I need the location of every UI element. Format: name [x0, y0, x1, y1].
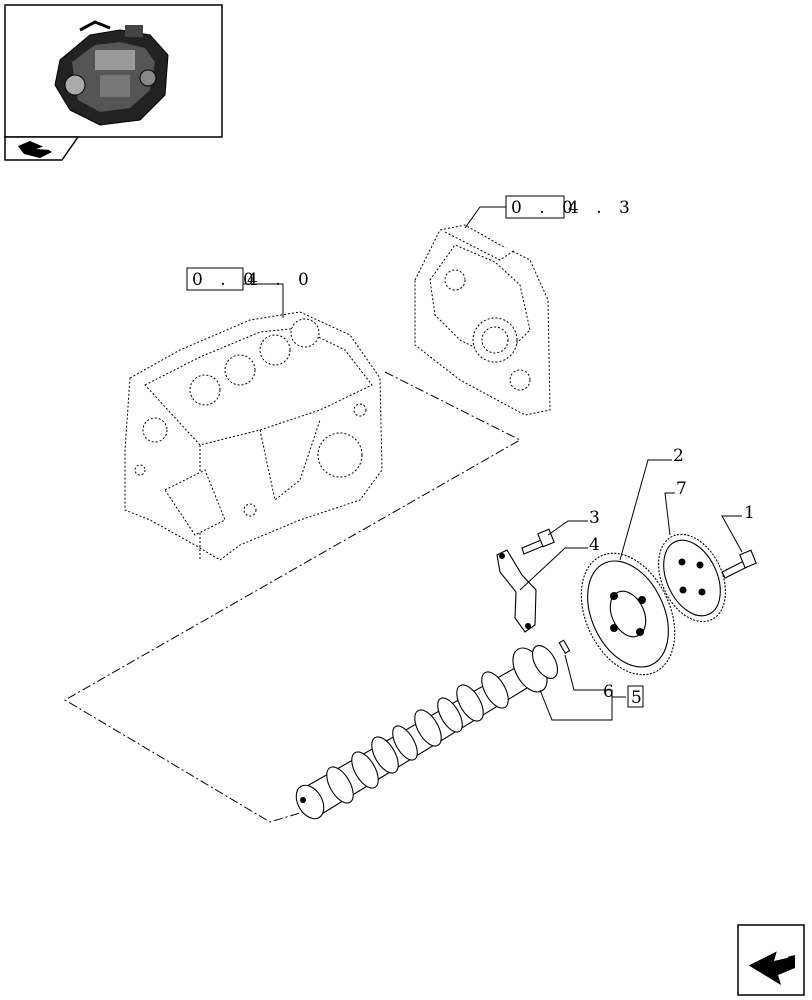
camshaft-gear-drawing[interactable]: [563, 538, 693, 690]
callout-7[interactable]: 7: [664, 479, 687, 536]
callout-2[interactable]: 2: [619, 446, 684, 561]
callout-2-label: 2: [673, 446, 684, 466]
callout-3[interactable]: 3: [547, 508, 600, 536]
reference-timing-cover[interactable]: 0 . 0 4 . 3: [464, 195, 636, 229]
next-page-arrow-icon[interactable]: [737, 924, 805, 996]
reference-timing-cover-rest: 4 . 3: [568, 198, 636, 218]
engine-thumbnail-icon[interactable]: [4, 4, 223, 138]
screw-3-drawing[interactable]: [521, 528, 555, 555]
idler-gear-drawing[interactable]: [645, 524, 738, 633]
callout-4[interactable]: 4: [519, 535, 600, 591]
callout-6[interactable]: 6 5: [539, 654, 644, 721]
reference-timing-cover-boxed: 0 . 0: [511, 198, 579, 218]
assembly-line: [64, 371, 522, 823]
callout-6-label: 6: [603, 682, 614, 702]
plate-4-drawing[interactable]: [496, 549, 537, 633]
callout-1[interactable]: 1: [721, 503, 755, 553]
reference-crankcase-rest: 4 . 0: [247, 270, 315, 290]
crankcase-drawing[interactable]: [124, 311, 383, 561]
callout-3-label: 3: [589, 508, 600, 528]
callout-5-label: 5: [631, 688, 642, 708]
callout-1-label: 1: [744, 503, 755, 523]
reference-crankcase-boxed: 0 . 0: [192, 270, 260, 290]
callout-7-label: 7: [676, 479, 687, 499]
timing-cover-drawing[interactable]: [414, 224, 551, 416]
screw-1-drawing[interactable]: [721, 549, 757, 579]
section-tab-icon[interactable]: [4, 136, 80, 161]
camshaft-drawing[interactable]: [291, 639, 571, 823]
reference-crankcase[interactable]: 0 . 0 4 . 0: [186, 267, 315, 318]
callout-4-label: 4: [589, 535, 600, 555]
